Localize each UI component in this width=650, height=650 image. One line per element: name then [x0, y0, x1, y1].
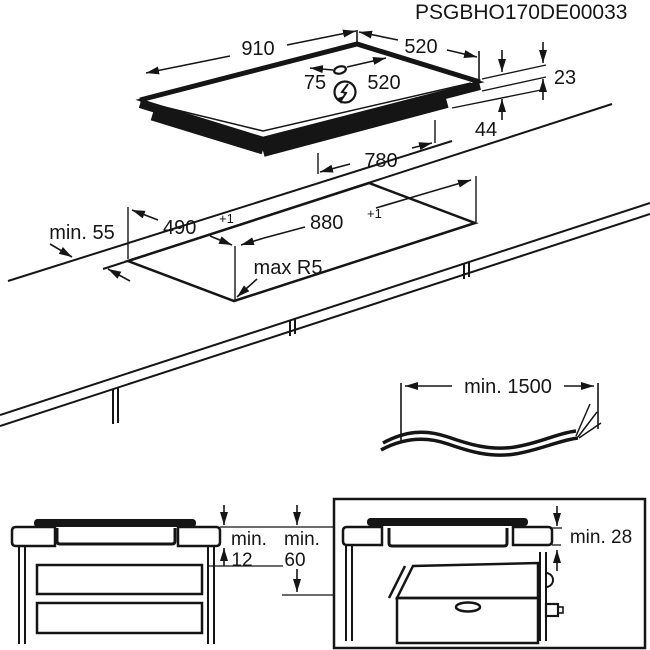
oven-knob [544, 602, 564, 618]
hob-body-profile [55, 528, 177, 546]
worktop-front-edge-bottom [0, 213, 650, 427]
worktop-right-piece [511, 525, 554, 547]
hob-glass-profile [367, 518, 528, 526]
worktop-left-piece [10, 525, 57, 548]
cable-curve-top [382, 429, 577, 450]
dim-cutout-width-tolerance: +1 [367, 206, 382, 221]
hob-isometric-view: 910 520 75 520 23 44 780 [135, 29, 576, 174]
hob-bevel-line [147, 82, 472, 132]
section-border [332, 497, 647, 650]
lightning-bolt-icon [333, 80, 357, 104]
cabinet-legs [112, 262, 470, 424]
hob-side-band [138, 82, 481, 147]
cable-curve-bottom [380, 436, 579, 457]
power-cable: min. 1500 [380, 376, 602, 457]
worktop-left-piece [341, 525, 384, 547]
oven-hinge [545, 572, 554, 588]
drawer-lower [35, 601, 204, 635]
document-number: PSGBHO170DE00033 [415, 1, 627, 24]
dim-cutout-depth-tolerance: +1 [219, 211, 234, 226]
label-drawer-min: min. [284, 529, 320, 550]
dim-cable-offset-right: 520 [367, 72, 400, 94]
built-in-oven [387, 561, 540, 645]
worktop-cutout-view: min. 55 490 +1 880 +1 max R5 [0, 103, 650, 427]
hob-base-left [150, 111, 265, 155]
hob-body-front [261, 96, 449, 157]
dim-cutout-width: 880 [310, 212, 343, 234]
dim-hob-depth: 520 [404, 36, 437, 58]
worktop-right-piece [176, 525, 222, 548]
dim-cutout-depth: 490 [163, 217, 196, 239]
dim-hob-width: 910 [241, 38, 274, 60]
dim-cable-offset-left: 75 [304, 72, 326, 94]
cabinet-drawers-section: min. 12 min. 60 [10, 505, 334, 644]
cable-entry-point [333, 65, 347, 75]
hob-body-profile [387, 528, 509, 548]
hob-glass-profile [34, 519, 196, 527]
dim-body-height: 44 [475, 119, 497, 141]
dim-edge-height: 23 [554, 67, 576, 89]
worktop-cutout [124, 181, 479, 303]
drawer-upper [35, 563, 204, 596]
worktop-front-edge-top [0, 202, 650, 416]
dim-oven-clearance: min. 28 [570, 527, 632, 548]
value-drawer-min: 60 [284, 550, 305, 571]
cabinet-oven-section: min. 28 [332, 497, 647, 650]
wall-line [7, 140, 453, 282]
value-worktop-min: 12 [231, 550, 252, 571]
label-worktop-min: min. [231, 529, 267, 550]
oven-handle-slot [454, 601, 482, 613]
dim-corner-radius: max R5 [254, 257, 323, 279]
dim-body-width: 780 [364, 150, 397, 172]
dim-cable-length: min. 1500 [464, 376, 552, 398]
dim-wall-clearance: min. 55 [49, 222, 115, 244]
cable-stripped-wires [575, 403, 602, 439]
